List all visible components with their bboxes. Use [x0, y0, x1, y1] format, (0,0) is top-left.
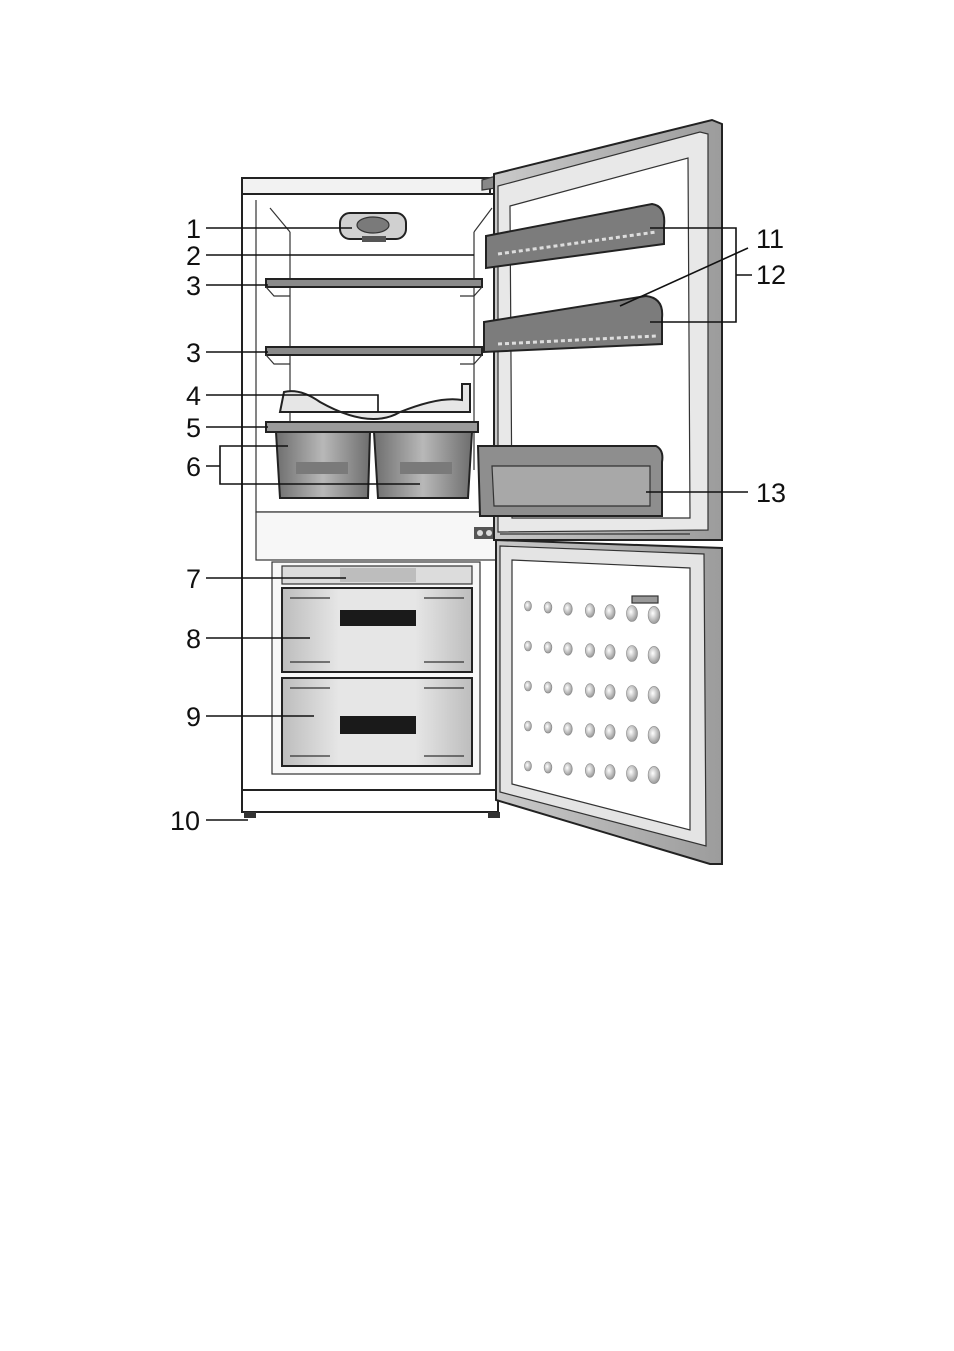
callout-3a: 3	[186, 271, 201, 301]
dimple	[605, 765, 615, 780]
dimple	[585, 604, 594, 618]
callout-6: 6	[186, 452, 201, 482]
dimple	[564, 603, 573, 615]
callout-11: 11	[756, 224, 784, 254]
dimple	[564, 723, 573, 735]
dimple	[605, 605, 615, 620]
callout-2: 2	[186, 241, 201, 271]
callout-8: 8	[186, 624, 201, 654]
callout-9: 9	[186, 702, 201, 732]
dimple	[564, 683, 573, 695]
dimple	[627, 726, 638, 742]
dimple	[564, 643, 573, 655]
dimple	[525, 641, 532, 651]
callout-13: 13	[756, 478, 786, 508]
dimple	[648, 606, 660, 623]
freezer-door	[496, 540, 722, 864]
dimple	[605, 645, 615, 660]
dimple	[525, 761, 532, 771]
dimple	[585, 684, 594, 698]
dimple	[627, 686, 638, 702]
dimple	[648, 686, 660, 703]
dimple	[544, 682, 552, 693]
dimple	[627, 646, 638, 662]
dimple	[648, 766, 660, 783]
dimple	[648, 726, 660, 743]
bottle-shelf	[478, 446, 662, 516]
callout-10: 10	[170, 806, 200, 836]
dimple	[525, 721, 532, 731]
crisper-cover	[266, 422, 478, 432]
dimple	[585, 644, 594, 658]
callout-12: 12	[756, 260, 786, 290]
dimple	[627, 606, 638, 622]
dimple	[605, 725, 615, 740]
dimple	[544, 722, 552, 733]
callout-4: 4	[186, 381, 201, 411]
dimple	[564, 763, 573, 775]
freezer-drawers	[282, 566, 472, 766]
callout-1: 1	[186, 214, 201, 244]
callout-3b: 3	[186, 338, 201, 368]
dimple	[544, 642, 552, 653]
dimple	[544, 602, 552, 613]
dimple	[544, 762, 552, 773]
callout-7: 7	[186, 564, 201, 594]
dimple	[525, 601, 532, 611]
callout-5: 5	[186, 413, 201, 443]
dimple	[525, 681, 532, 691]
dimple	[585, 724, 594, 738]
dimple	[585, 764, 594, 778]
dimple	[627, 766, 638, 782]
dimple	[605, 685, 615, 700]
dimple	[648, 646, 660, 663]
